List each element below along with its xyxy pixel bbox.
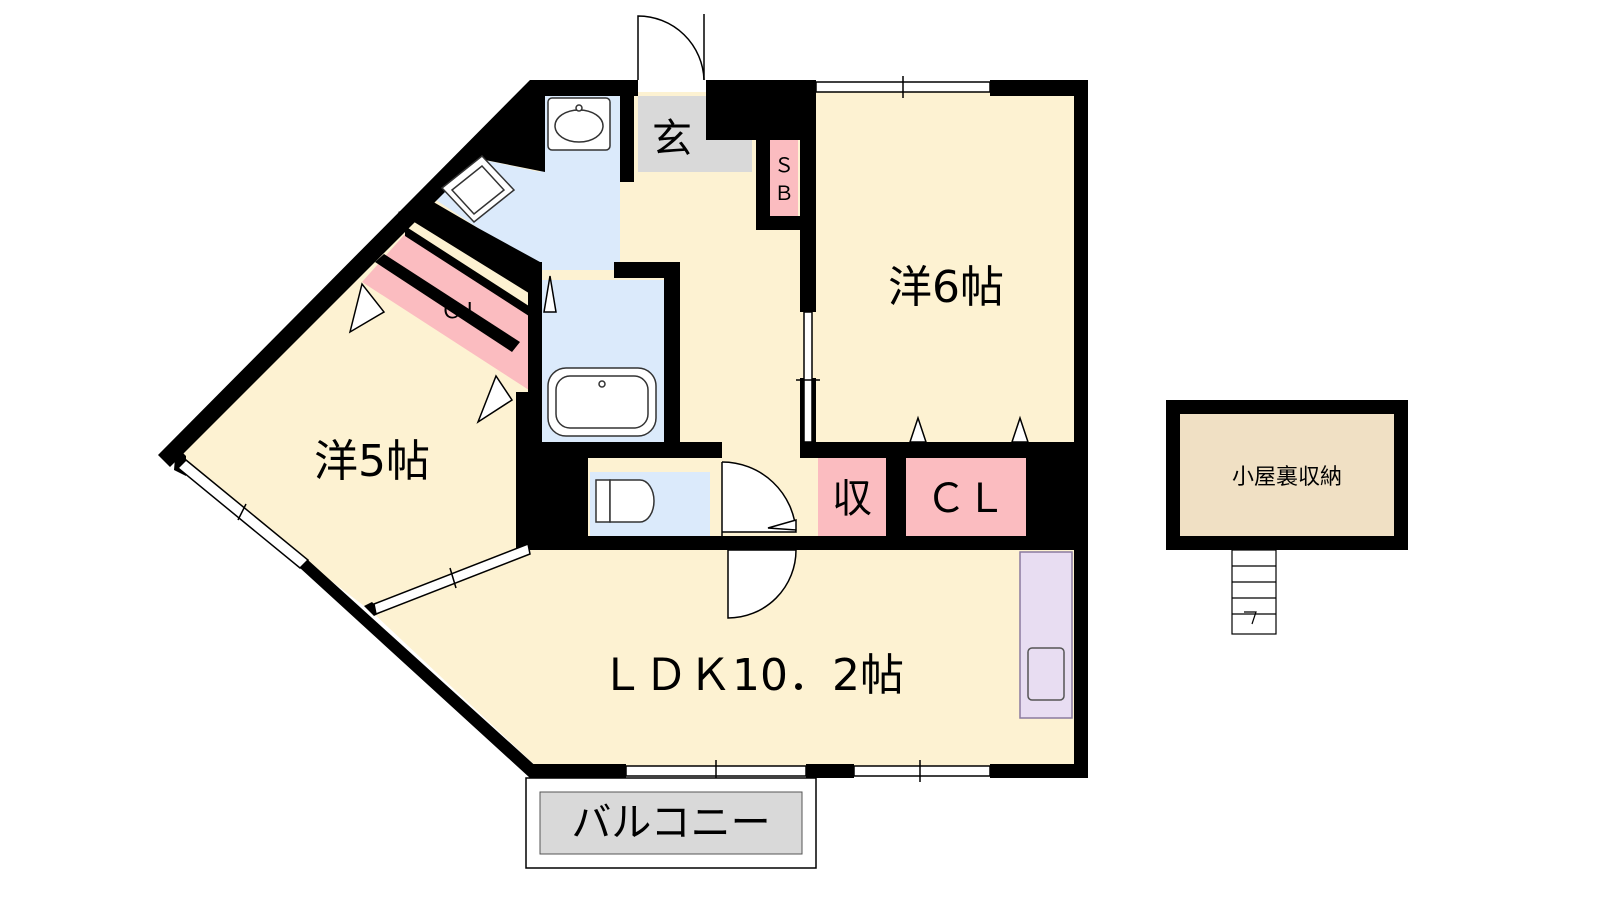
room-label-western-5: 洋5帖 — [314, 436, 430, 487]
room-label-shoebox-b: Ｂ — [774, 181, 794, 205]
ladder-icon — [1231, 549, 1277, 635]
room-label-shoebox-s: Ｓ — [774, 153, 794, 177]
room-label-storage: 収 — [832, 476, 872, 522]
toilet-icon — [595, 479, 655, 523]
room-label-western-6: 洋6帖 — [888, 262, 1004, 313]
storage-floor — [818, 458, 886, 538]
windows — [176, 76, 991, 782]
doors — [348, 14, 1030, 619]
walls — [158, 80, 1088, 778]
room-label-closet-right: ＣＬ — [926, 476, 1006, 522]
attic-storage — [1166, 400, 1408, 550]
closet-right-floor — [906, 458, 1026, 538]
room-label-attic-storage: 小屋裏収納 — [1232, 465, 1342, 490]
room-label-entrance: 玄 — [652, 116, 692, 162]
room-label-ldk: ＬＤＫ10．2帖 — [600, 650, 904, 701]
washbasin-icon — [547, 97, 611, 151]
washing-machine-icon — [440, 154, 516, 224]
balcony — [525, 777, 817, 869]
room-label-closet-left: ＣＬ — [440, 299, 484, 324]
ldk-door — [727, 549, 797, 619]
entrance-door — [637, 15, 705, 81]
bathtub-icon — [547, 367, 657, 437]
shoebox-floor — [770, 140, 798, 216]
kitchen-sink-icon — [1027, 647, 1065, 701]
room-label-balcony: バルコニー — [571, 800, 770, 846]
